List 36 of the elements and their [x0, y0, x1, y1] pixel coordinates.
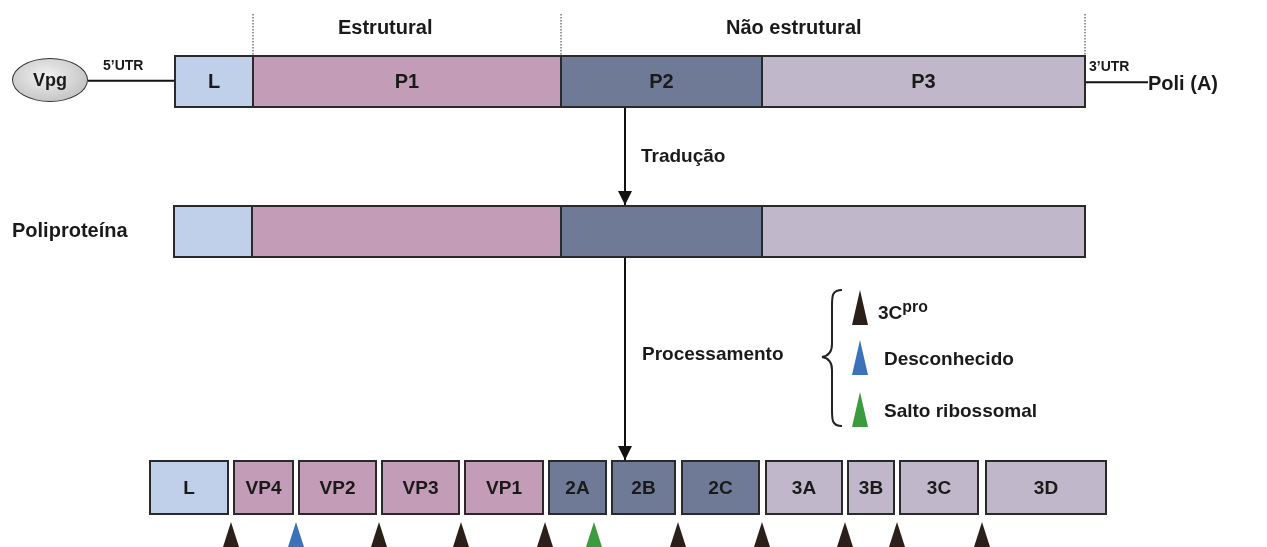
- edge-label: Tradução: [641, 144, 726, 167]
- section-heading: Estrutural: [338, 16, 433, 39]
- edge-label: 5’UTR: [103, 56, 144, 73]
- arrow: [618, 257, 632, 461]
- protein-box: VP3: [381, 460, 460, 515]
- legend-text: 3C$^{pro}$: [878, 298, 928, 325]
- legend-text: Desconhecido: [884, 348, 1014, 370]
- protein-box: VP1: [464, 460, 544, 515]
- protein-box: 3D: [985, 460, 1107, 515]
- legend-text: Salto ribossomal: [884, 400, 1038, 422]
- row-label: Poliproteína: [12, 219, 128, 242]
- section-heading: Não estrutural: [726, 16, 862, 39]
- protein-box: 3A: [765, 460, 843, 515]
- genome-region-box: L: [174, 55, 254, 108]
- protein-box: L: [149, 460, 229, 515]
- genome-region-box: P2: [560, 55, 763, 108]
- edge-label: 3’UTR: [1089, 58, 1130, 75]
- protein-box: VP4: [233, 460, 294, 515]
- sequence-label: Poli (A): [1148, 68, 1258, 98]
- protein-box: 3B: [847, 460, 895, 515]
- polyprotein-segment: [560, 205, 763, 258]
- arrow: [618, 107, 632, 206]
- vpg-ellipse: Vpg: [12, 58, 88, 102]
- protein-box: 2A: [548, 460, 607, 515]
- connector-line: [87, 79, 175, 82]
- protein-box: 2B: [611, 460, 676, 515]
- protein-box: 3C: [899, 460, 979, 515]
- protein-box: 2C: [681, 460, 760, 515]
- connector-line: [1085, 81, 1149, 84]
- genome-region-box: P1: [252, 55, 562, 108]
- polyprotein-segment: [173, 205, 253, 258]
- polyprotein-segment: [251, 205, 562, 258]
- polyprotein-segment: [761, 205, 1086, 258]
- protein-box: VP2: [298, 460, 377, 515]
- edge-label: Processamento: [642, 343, 784, 365]
- genome-region-box: P3: [761, 55, 1086, 108]
